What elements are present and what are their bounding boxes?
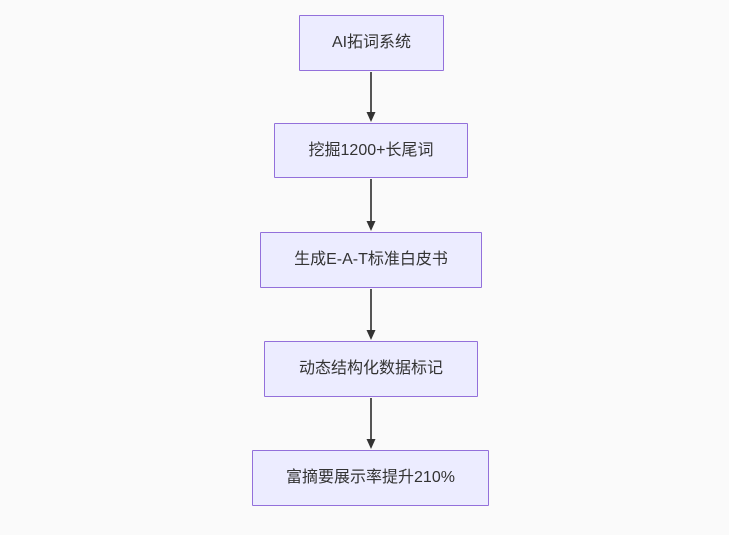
flow-node-ai-word-expansion-system: AI拓词系统 [299,15,444,71]
flow-arrow-b-to-c [366,179,376,231]
node-label: 富摘要展示率提升210% [286,469,455,487]
node-label: 生成E-A-T标准白皮书 [294,251,448,269]
node-label: AI拓词系统 [331,34,412,52]
flow-arrow-c-to-d [366,289,376,340]
flow-arrow-d-to-e [366,398,376,449]
flow-node-dynamic-structured-data-markup: 动态结构化数据标记 [264,341,478,397]
flow-node-generate-eat-whitepaper: 生成E-A-T标准白皮书 [260,232,482,288]
flow-node-mine-longtail-keywords: 挖掘1200+长尾词 [274,123,468,178]
flow-node-rich-snippet-rate-increase: 富摘要展示率提升210% [252,450,489,506]
node-label: 挖掘1200+长尾词 [308,141,434,159]
flow-arrow-a-to-b [366,72,376,122]
node-label: 动态结构化数据标记 [298,360,443,378]
